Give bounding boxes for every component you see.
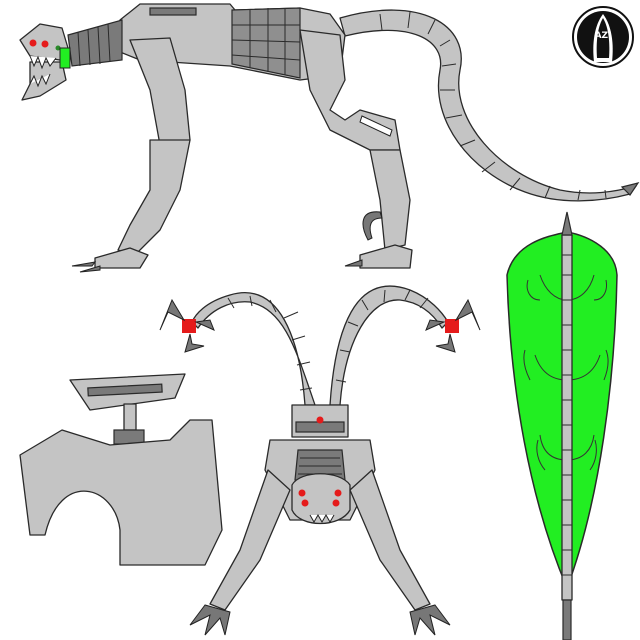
logo-text: AZI	[595, 31, 612, 41]
front-lower-leg	[117, 139, 191, 256]
claw-joint-left	[182, 319, 196, 333]
vent-grille	[149, 7, 197, 16]
green-shield	[506, 211, 618, 640]
claw-joint-right	[445, 319, 459, 333]
hind-upper-leg	[299, 29, 401, 151]
hind-lower-leg	[369, 149, 411, 251]
hind-foot	[359, 244, 413, 269]
artist-logo: AZI	[572, 6, 634, 68]
neck	[67, 19, 123, 67]
top-view-creature	[159, 285, 481, 636]
top-view-head	[291, 473, 351, 524]
hip-panel	[359, 115, 393, 137]
front-foot	[94, 247, 149, 269]
eye-red	[29, 39, 37, 47]
teeth	[29, 55, 57, 88]
side-view-creature	[19, 3, 640, 273]
tail-tip	[620, 182, 640, 196]
armor-piece	[19, 373, 223, 566]
eye-red	[41, 40, 49, 48]
